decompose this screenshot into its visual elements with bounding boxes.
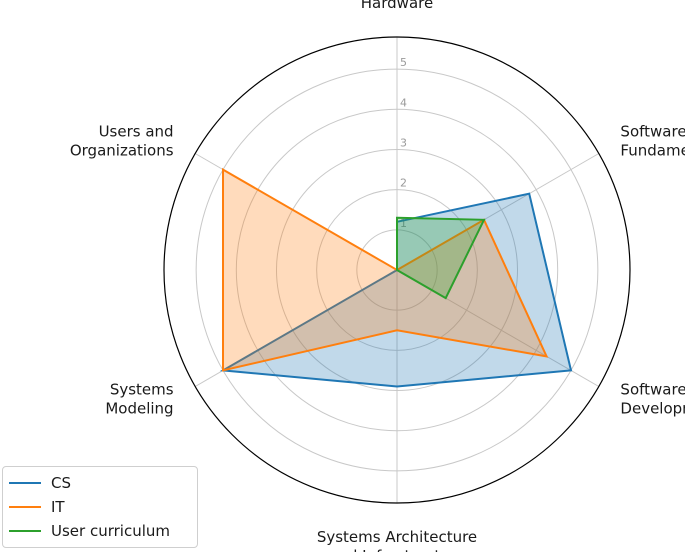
legend: CS IT User curriculum — [2, 466, 198, 548]
legend-swatch-it — [9, 506, 41, 508]
axis-label: Hardware — [361, 0, 433, 12]
radial-tick-label: 5 — [400, 56, 407, 69]
axis-label-line: Fundamentals — [620, 142, 685, 160]
legend-item-user-curriculum: User curriculum — [9, 519, 191, 543]
legend-label-user-curriculum: User curriculum — [51, 522, 170, 540]
axis-label: SoftwareFundamentals — [620, 123, 685, 160]
legend-label-it: IT — [51, 498, 65, 516]
axis-label-line: and Infrastructure — [329, 547, 465, 552]
legend-item-it: IT — [9, 495, 191, 519]
axis-label-line: Software — [620, 381, 685, 399]
axis-label-line: Systems — [110, 381, 174, 399]
axis-label-line: Hardware — [361, 0, 433, 12]
radial-tick-label: 2 — [400, 177, 407, 190]
radial-tick-label: 4 — [400, 96, 407, 109]
axis-label-line: Organizations — [70, 142, 174, 160]
radar-grid-ring — [235, 108, 559, 432]
axis-label: SoftwareDevelopment — [620, 381, 685, 418]
legend-swatch-user-curriculum — [9, 530, 41, 532]
radar-outer-frame — [163, 36, 631, 504]
axis-label-line: Systems Architecture — [317, 528, 477, 546]
axis-label-line: Software — [620, 123, 685, 141]
series-layer — [219, 167, 573, 388]
axis-label-line: Development — [620, 400, 685, 418]
axis-label: Systems Architectureand Infrastructure — [317, 528, 477, 552]
radar-grid-ring — [195, 68, 599, 472]
radial-tick-label: 3 — [400, 136, 407, 149]
axis-label-line: Modeling — [105, 400, 173, 418]
radar-grid-ring — [275, 148, 519, 392]
radar-grid-ring — [316, 189, 478, 351]
legend-item-cs: CS — [9, 471, 191, 495]
legend-swatch-cs — [9, 482, 41, 484]
legend-label-cs: CS — [51, 474, 71, 492]
axis-label-line: Users and — [99, 123, 174, 141]
radial-tick-label: 1 — [400, 217, 407, 230]
label-layer: HardwareSoftwareFundamentalsSoftwareDeve… — [70, 0, 685, 552]
